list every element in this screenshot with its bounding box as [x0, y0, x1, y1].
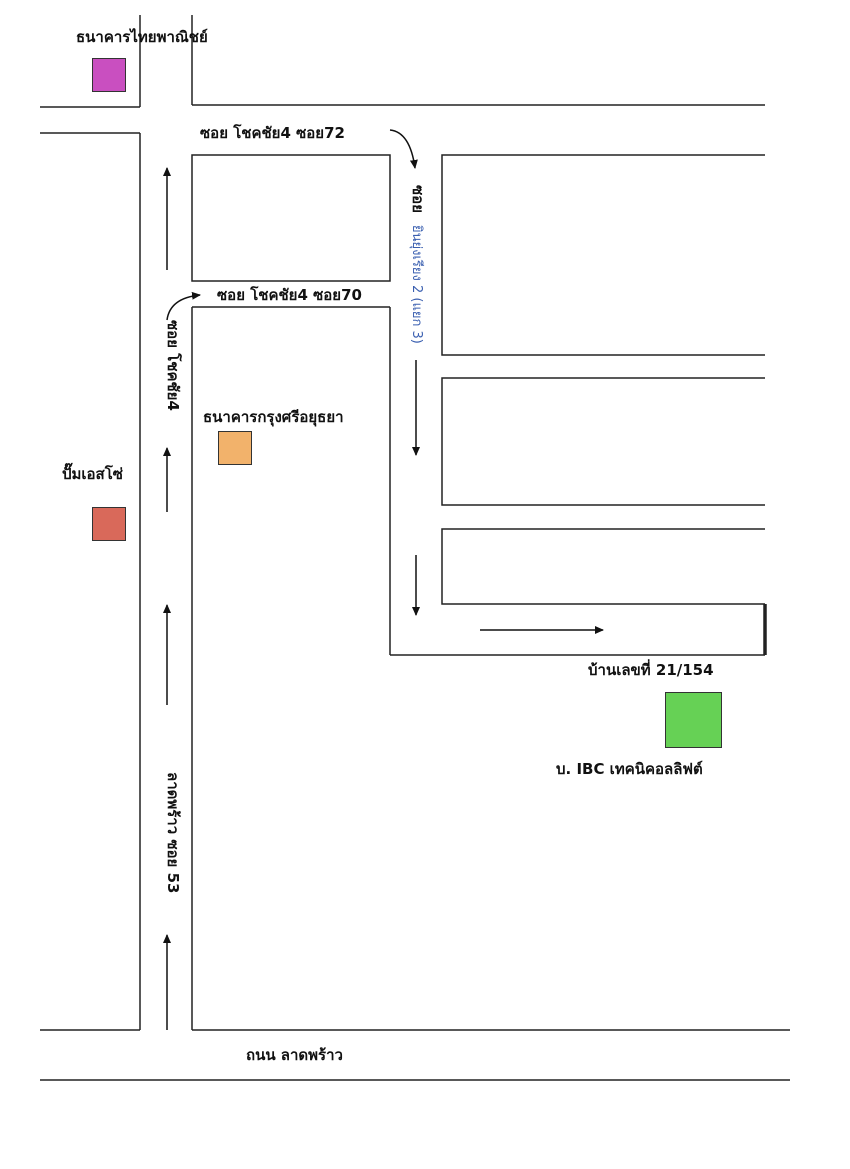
block-right-1 [441, 154, 765, 356]
soi72-label: ซอย โชคชัย4 ซอย72 [200, 124, 345, 142]
esso-marker [92, 507, 126, 541]
ladprao53-label: ลาดพร้าว ซอย 53 [164, 772, 182, 894]
block-right-2 [441, 377, 765, 506]
krungsri-bank-label: ธนาคารกรุงศรีอยุธยา [203, 408, 344, 426]
soi70-label: ซอย โชคชัย4 ซอย70 [217, 286, 362, 304]
company-marker [665, 692, 722, 748]
handwritten-note: ยินยุ่งเรียง 2 (แยก 3) [409, 225, 424, 344]
house-number-label: บ้านเลขที่ 21/154 [588, 661, 714, 679]
route-arrow-turn-soi70 [166, 291, 201, 321]
ladprao-road-label: ถนน ลาดพร้าว [246, 1046, 343, 1064]
block-soi72-soi70 [191, 154, 391, 282]
block-right-3 [441, 528, 765, 605]
thai-bank-label: ธนาคารไทยพาณิชย์ [76, 28, 208, 46]
thai-bank-marker [92, 58, 126, 92]
route-arrow-turn-soi72 [389, 129, 418, 169]
side-soi-label: ซอย [409, 185, 427, 213]
krungsri-bank-marker [218, 431, 252, 465]
esso-label: ปั๊มเอสโซ่ [62, 465, 123, 483]
company-label: บ. IBC เทคนิคอลลิฟต์ [556, 760, 703, 778]
soi-chokchai4-label: ซอย โชคชัย4 [164, 320, 182, 411]
